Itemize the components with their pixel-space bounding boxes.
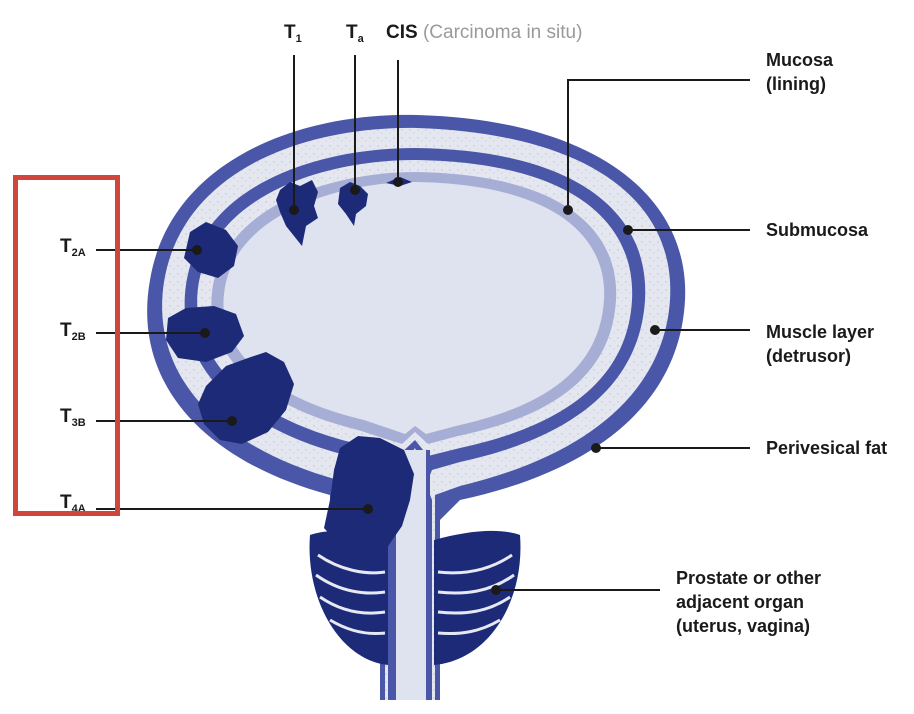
prostate-pointer-dot — [491, 585, 501, 595]
t3b-pointer-dot — [227, 416, 237, 426]
t4a-pointer-dot — [363, 504, 373, 514]
label-cis: CIS (Carcinoma in situ) — [386, 22, 582, 44]
muscle-pointer-dot — [650, 325, 660, 335]
label-submucosa: Submucosa — [766, 218, 868, 242]
t1-pointer-dot — [289, 205, 299, 215]
label-mucosa: Mucosa(lining) — [766, 48, 833, 96]
t2b-pointer-dot — [200, 328, 210, 338]
fat-pointer-dot — [591, 443, 601, 453]
label-perivesical-fat: Perivesical fat — [766, 436, 887, 460]
cis-pointer-dot — [393, 177, 403, 187]
submucosa-pointer-dot — [623, 225, 633, 235]
label-t1: T1 — [284, 22, 302, 45]
label-muscle-layer: Muscle layer(detrusor) — [766, 320, 874, 368]
label-ta: Ta — [346, 22, 364, 45]
label-cis-full: (Carcinoma in situ) — [423, 22, 582, 43]
mucosa-pointer-dot — [563, 205, 573, 215]
stage-highlight-box — [13, 175, 120, 516]
t2a-pointer-dot — [192, 245, 202, 255]
ta-pointer-dot — [350, 185, 360, 195]
